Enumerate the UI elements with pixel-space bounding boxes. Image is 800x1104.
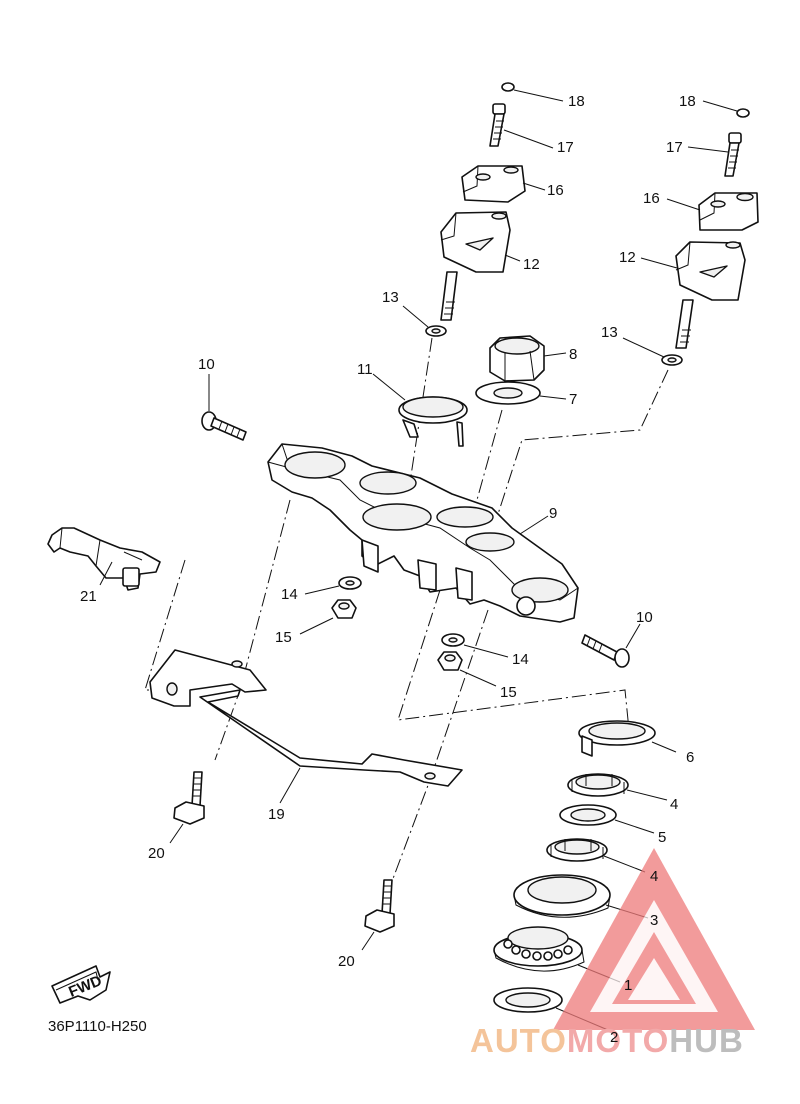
callout-label: 10 [198, 356, 215, 373]
callout-label: 9 [549, 505, 557, 522]
callout-label: 1 [624, 977, 632, 994]
cap-group [372, 373, 468, 447]
callout-label: 3 [650, 912, 658, 929]
callout-label: 20 [338, 953, 355, 970]
watermark-auto: AUTO [470, 1022, 567, 1059]
callout-labels: 18 17 16 12 13 18 17 16 12 13 8 7 11 10 … [80, 93, 696, 1046]
bolts-10 [201, 374, 641, 668]
clamp-21 [47, 527, 161, 591]
callout-label: 4 [670, 796, 678, 813]
washers-nuts [299, 576, 509, 687]
callout-label: 4 [650, 868, 658, 885]
callout-label: 13 [601, 324, 618, 341]
callout-label: 21 [80, 588, 97, 605]
upper-bracket [267, 443, 579, 623]
watermark-triangle-icon [553, 848, 755, 1030]
callout-label: 15 [500, 684, 517, 701]
watermark-hub: HUB [669, 1022, 744, 1059]
part-code: 36P1110-H250 [48, 1018, 147, 1035]
callout-label: 14 [281, 586, 298, 603]
right-holder-group [622, 100, 759, 366]
callout-label: 2 [610, 1029, 618, 1046]
callout-label: 8 [569, 346, 577, 363]
callout-label: 16 [547, 182, 564, 199]
callout-label: 7 [569, 391, 577, 408]
callout-label: 20 [148, 845, 165, 862]
callout-label: 19 [268, 806, 285, 823]
callout-label: 11 [357, 361, 373, 378]
callout-label: 10 [636, 609, 653, 626]
left-holder-group [402, 82, 564, 337]
callout-label: 16 [643, 190, 660, 207]
watermark-moto: MOTO [567, 1022, 669, 1059]
callout-label: 18 [568, 93, 585, 110]
callout-label: 14 [512, 651, 529, 668]
callout-label: 17 [666, 139, 683, 156]
callout-label: 13 [382, 289, 399, 306]
callout-label: 17 [557, 139, 574, 156]
callout-label: 6 [686, 749, 694, 766]
bearing-stack [493, 720, 677, 1031]
callout-label: 18 [679, 93, 696, 110]
callout-label: 12 [619, 249, 636, 266]
stay-19 [149, 649, 463, 804]
watermark-text: AUTOMOTOHUB [470, 1022, 744, 1059]
bolts-20 [169, 771, 395, 951]
fwd-arrow-icon: FWD [51, 965, 111, 1004]
bearing-balls [503, 939, 573, 961]
callout-label: 5 [658, 829, 666, 846]
steering-nut-group [475, 335, 567, 405]
watermark: AUTOMOTOHUB [470, 848, 755, 1059]
callout-label: 15 [275, 629, 292, 646]
callout-label: 12 [523, 256, 540, 273]
